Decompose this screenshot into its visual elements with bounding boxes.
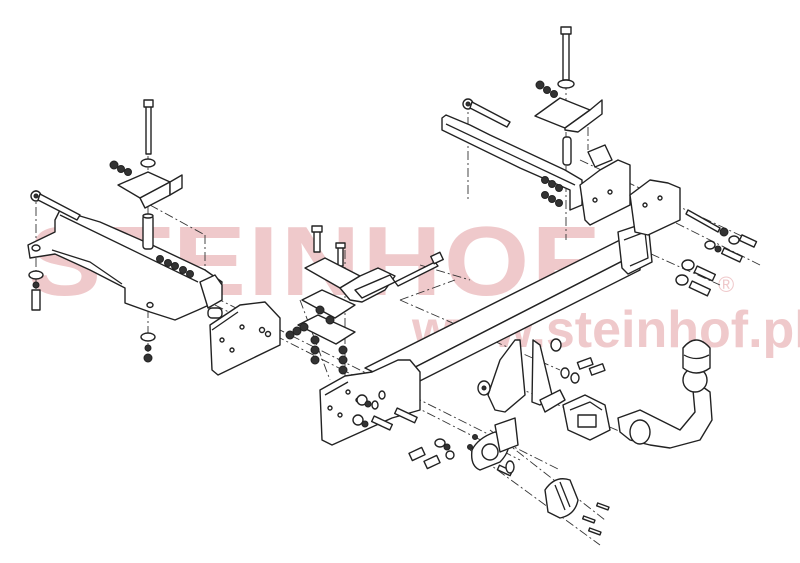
left-top-plate	[109, 99, 183, 209]
left-side-bracket	[27, 209, 223, 321]
crossbar	[364, 221, 653, 396]
right-spacer-tubes	[562, 136, 613, 168]
right-fasteners	[675, 209, 758, 297]
ball-neck	[617, 367, 713, 449]
center-clamp-plates	[285, 225, 444, 375]
ball-cover	[682, 339, 711, 374]
electrical-socket	[544, 478, 579, 519]
left-bracket-nuts	[156, 255, 194, 278]
socket-plate	[470, 417, 519, 471]
left-spacer-tube	[142, 213, 154, 250]
left-strap	[30, 190, 81, 221]
right-side-bracket	[441, 114, 583, 211]
center-drop-plates	[477, 338, 566, 413]
right-top-plate	[534, 26, 603, 133]
ball-neck-socket	[562, 394, 611, 441]
left-lower-fasteners	[28, 270, 156, 363]
right-strap	[462, 98, 511, 128]
left-end-plate	[207, 301, 281, 376]
lower-fasteners	[352, 357, 610, 536]
right-end-plate	[579, 159, 681, 236]
watermark-registered-mark: ®	[718, 272, 735, 297]
